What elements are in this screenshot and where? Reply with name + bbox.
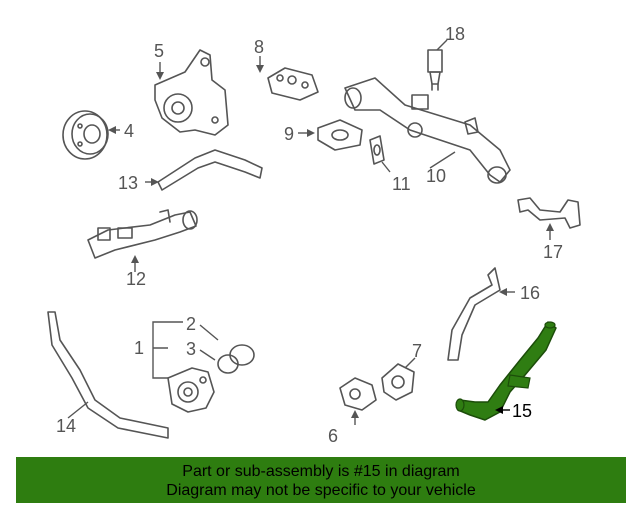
callout-8: 8 [254,37,264,57]
part-2-oring[interactable] [229,344,255,366]
banner-line-2: Diagram may not be specific to your vehi… [166,482,476,499]
part-16-hose[interactable] [447,267,501,361]
part-9-gasket[interactable] [317,119,363,151]
callout-2: 2 [186,314,196,334]
leader-8-arrow [256,65,264,73]
part-15-bypass-pipe[interactable] [455,321,557,421]
part-3-oring[interactable] [217,354,239,374]
part-6-thermostat-housing[interactable] [339,377,377,411]
callout-17: 17 [543,242,563,262]
callout-15: 15 [512,401,532,421]
part-18-sensor[interactable] [427,49,443,91]
leader-2 [199,324,219,341]
callout-10: 10 [426,166,446,186]
leader-9-arrow [307,129,315,137]
part-4-pulley[interactable] [62,110,109,160]
part-17-hose[interactable] [517,197,581,229]
callout-14: 14 [56,416,76,436]
leader-3 [199,349,216,361]
leader-13-arrow [151,178,159,186]
leader-1-bracket [152,321,183,379]
callout-7: 7 [412,341,422,361]
leader-6-arrow [351,410,359,418]
leader-7 [404,357,416,369]
callout-1: 1 [134,338,144,358]
part-5-pump-housing[interactable] [154,49,229,136]
callout-6: 6 [328,426,338,446]
part-13-hose[interactable] [157,149,263,191]
callout-16: 16 [520,283,540,303]
leader-17-arrow [546,223,554,231]
leader-11 [381,161,391,173]
leader-15-arrow [495,406,503,414]
callout-4: 4 [124,121,134,141]
callout-13: 13 [118,173,138,193]
leader-4-arrow [108,126,116,134]
part-12-inlet-pipe[interactable] [87,209,198,259]
leader-16-arrow [499,288,507,296]
parts-diagram: 4 5 8 18 10 9 [47,24,581,446]
callout-3: 3 [186,339,196,359]
part-1-water-pump[interactable] [167,367,215,413]
callout-11: 11 [392,174,411,194]
info-banner: Part or sub-assembly is #15 in diagram D… [16,457,626,503]
part-8-plate[interactable] [267,67,319,101]
part-11-gasket[interactable] [369,135,385,165]
leader-14 [67,401,89,419]
leader-10 [429,151,456,169]
leader-5-arrow [156,72,164,80]
callout-18: 18 [445,24,465,44]
callout-9: 9 [284,124,294,144]
leader-12-arrow [131,255,139,263]
part-7-gasket[interactable] [381,363,415,401]
callout-12: 12 [126,269,146,289]
callout-5: 5 [154,41,164,61]
banner-line-1: Part or sub-assembly is #15 in diagram [182,463,460,480]
leader-18 [436,39,448,51]
part-10-coolant-pipe[interactable] [344,77,511,184]
part-14-hose[interactable] [47,311,169,439]
